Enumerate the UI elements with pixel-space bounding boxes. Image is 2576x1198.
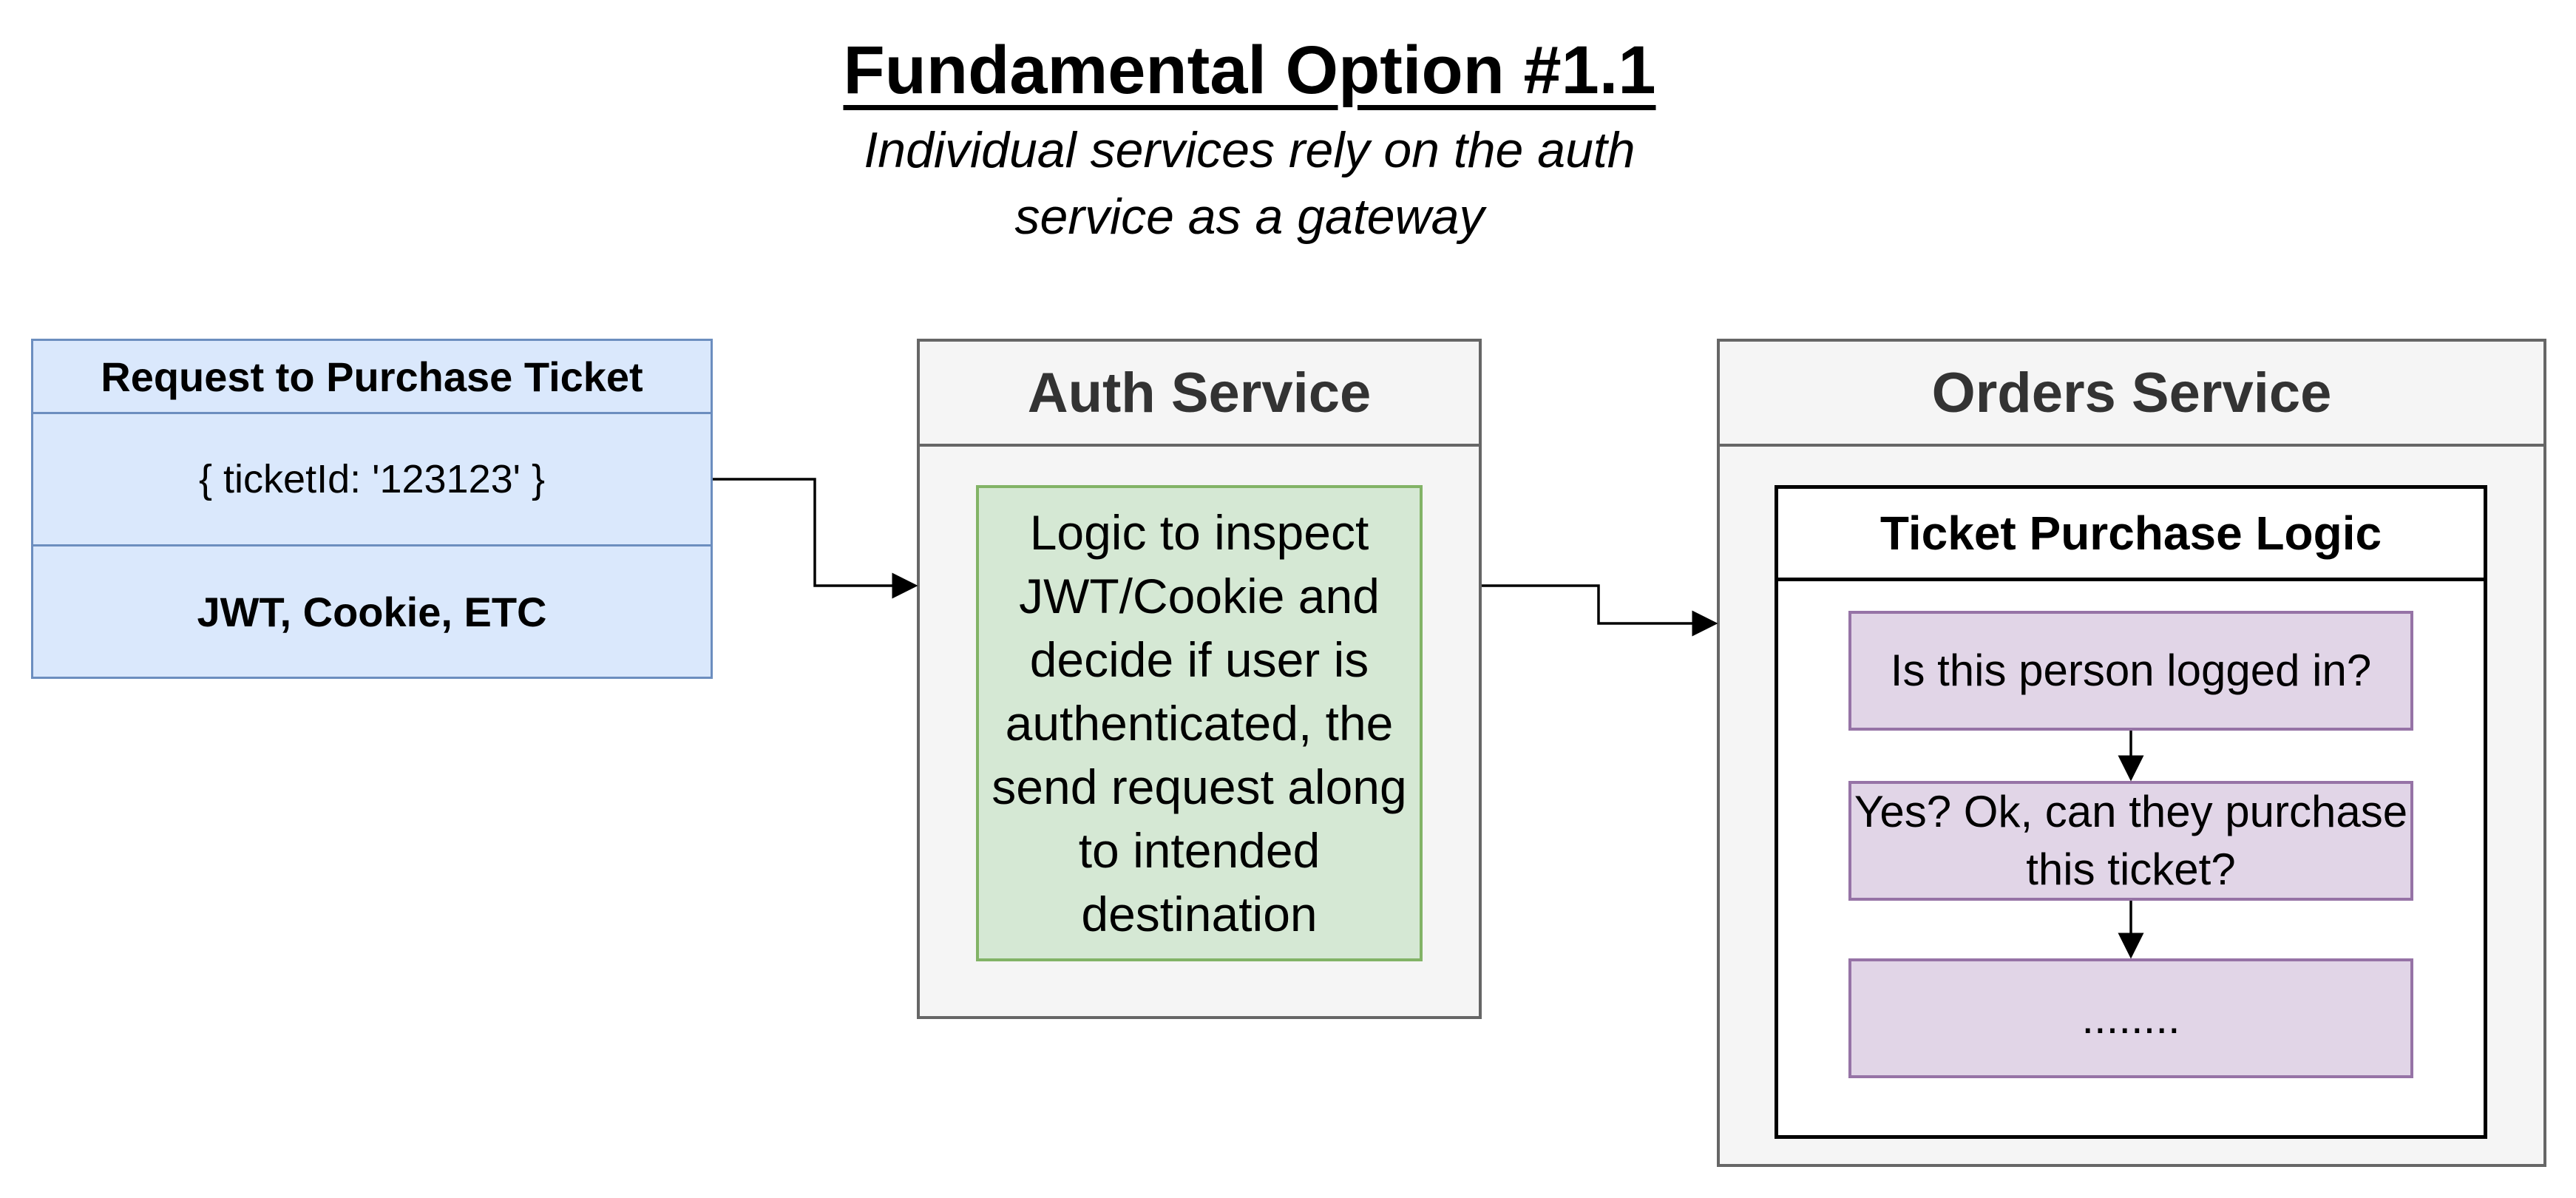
auth-logic-box: Logic to inspect JWT/Cookie and decide i… xyxy=(976,485,1423,961)
step-ellipsis: ........ xyxy=(1848,958,2413,1078)
request-credentials: JWT, Cookie, ETC xyxy=(31,544,713,679)
step-purchase-permission-check: Yes? Ok, can they purchase this ticket? xyxy=(1848,781,2413,901)
diagram-title: Fundamental Option #1.1 xyxy=(843,33,1656,108)
auth-to-orders-arrow xyxy=(1482,584,1718,637)
request-body: { ticketId: '123123' } xyxy=(31,412,713,546)
diagram-subtitle: Individual services rely on the auth ser… xyxy=(864,122,1636,245)
orders-service-title: Orders Service xyxy=(1720,342,2543,447)
step-logged-in-check: Is this person logged in? xyxy=(1848,611,2413,731)
request-to-auth-arrow xyxy=(713,478,918,599)
auth-service-title: Auth Service xyxy=(920,342,1479,447)
ticket-purchase-logic-title: Ticket Purchase Logic xyxy=(1778,489,2484,581)
request-header: Request to Purchase Ticket xyxy=(31,339,713,414)
